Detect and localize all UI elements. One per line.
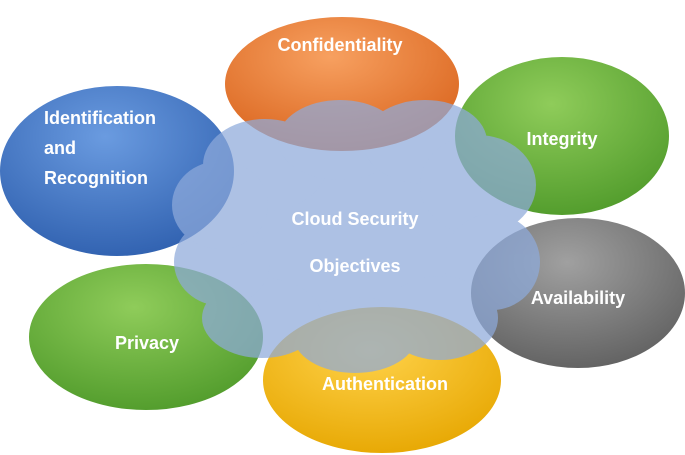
confidentiality-label: Confidentiality (278, 35, 403, 55)
center-cloud (172, 100, 540, 373)
center-label-line1: Cloud Security (291, 209, 418, 229)
identification-label-line2: and (44, 138, 76, 158)
privacy-label: Privacy (115, 333, 179, 353)
identification-label-line3: Recognition (44, 168, 148, 188)
integrity-label: Integrity (526, 129, 597, 149)
identification-label-line1: Identification (44, 108, 156, 128)
center-label-line2: Objectives (309, 256, 400, 276)
authentication-label: Authentication (322, 374, 448, 394)
availability-label: Availability (531, 288, 625, 308)
